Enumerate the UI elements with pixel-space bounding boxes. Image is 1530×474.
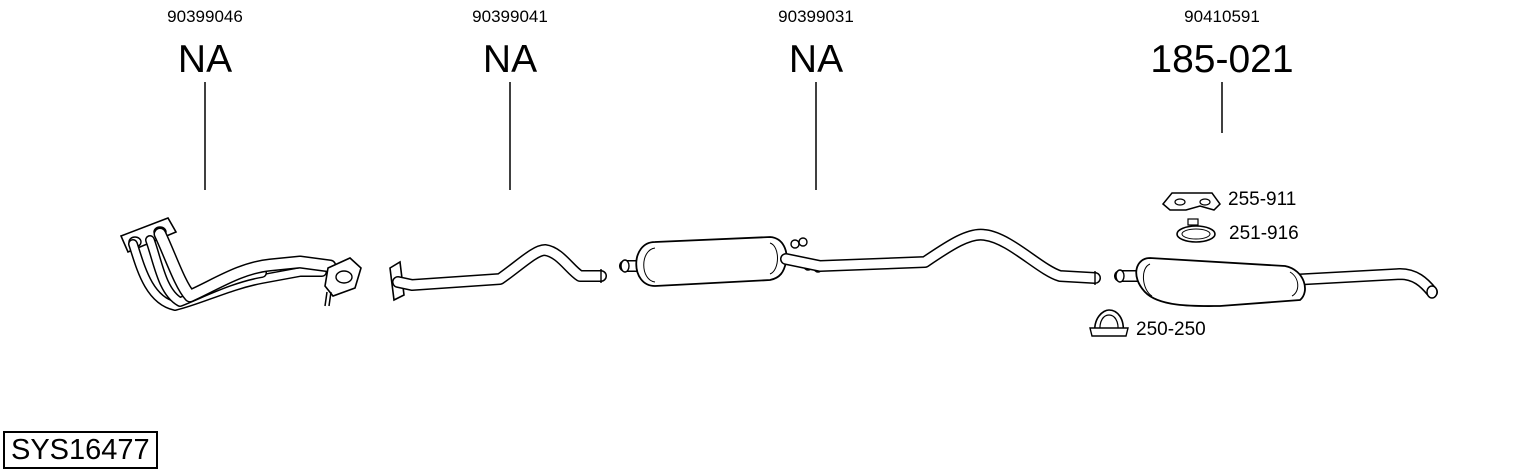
part-4-oem-number: 90410591 — [1184, 7, 1260, 26]
part-2-oem-number: 90399041 — [472, 7, 548, 26]
part-3-reference: NA — [788, 38, 844, 81]
accessory-u-bolt-label: 250-250 — [1136, 319, 1206, 340]
part-4-reference: 185-021 — [1150, 38, 1294, 81]
part-1-oem-number: 90399046 — [167, 7, 243, 26]
system-id-box: SYS16477 — [3, 431, 158, 469]
front-pipe-manifold-drawing — [119, 217, 362, 311]
middle-silencer-drawing — [619, 228, 1101, 287]
part-1-reference: NA — [177, 38, 233, 81]
accessory-clamp-label: 251-916 — [1229, 223, 1299, 244]
intermediate-pipe-drawing — [389, 244, 607, 302]
rubber-hanger-icon — [1161, 192, 1221, 211]
accessory-hanger-label: 255-911 — [1228, 189, 1297, 210]
part-2-reference: NA — [482, 38, 538, 81]
pipe-clamp-icon — [1176, 218, 1216, 243]
part-3-oem-number: 90399031 — [778, 7, 854, 26]
u-bolt-clamp-icon — [1089, 309, 1129, 337]
rear-silencer-drawing — [1114, 257, 1438, 307]
